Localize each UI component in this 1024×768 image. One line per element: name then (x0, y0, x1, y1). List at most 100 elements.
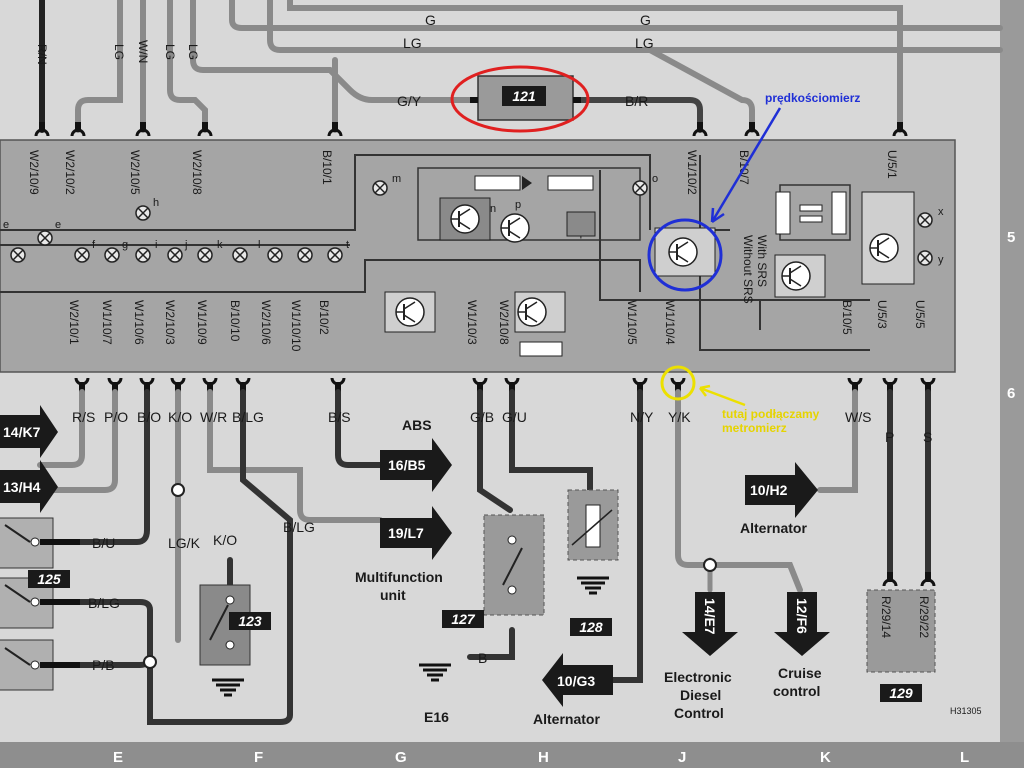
junction-dots (143, 483, 717, 669)
grid-letter-e: E (113, 749, 123, 766)
wire-label-ny: N/Y (630, 409, 654, 425)
wire-label-b: B (478, 650, 487, 666)
wire-label-ws: W/S (845, 409, 871, 425)
wire-label-gy: G/Y (397, 93, 422, 109)
component-125-label: 125 (37, 571, 61, 587)
grid-number-5: 5 (1007, 229, 1015, 246)
wire-label-br: B/R (625, 93, 648, 109)
bottom-grid-margin (0, 742, 1024, 768)
arrow-16-b5: 16/B5 (380, 438, 452, 492)
wire-label-blg3: B/LG (88, 595, 120, 611)
alternator-label-right: Alternator (740, 520, 807, 536)
wire-label-pb: P/B (92, 657, 115, 673)
wire-label-lg-c: LG (186, 44, 200, 60)
connect-annotation-2: metromierz (722, 421, 787, 435)
pin-u-5-3: U/5/3 (875, 300, 889, 329)
arrow-10-h2-label: 10/H2 (750, 482, 788, 498)
pin-u-5-5: U/5/5 (913, 300, 927, 329)
arrow-14-e7-label: 14/E7 (702, 598, 718, 635)
wire-label-wr: W/R (200, 409, 227, 425)
pin-w2-10-6: W2/10/6 (259, 300, 273, 345)
lamp-letter-o: o (652, 173, 658, 185)
arrow-12-f6-label: 12/F6 (794, 598, 810, 634)
lamp-letter-t: t (346, 239, 349, 251)
blue-highlight-circle (647, 218, 723, 292)
wire-label-ko: K/O (168, 409, 192, 425)
wire-label-rs: R/S (72, 409, 95, 425)
pin-b-10-10: B/10/10 (228, 300, 242, 342)
red-highlight-circle (450, 65, 590, 133)
component-123: 123 (199, 584, 271, 697)
wire-label-gu: G/U (502, 409, 527, 425)
wire-label-blg2: B/LG (283, 519, 315, 535)
wire-label-lg-right: LG (635, 35, 654, 51)
lamp-letter-f: f (92, 239, 96, 251)
pin-w2-10-3: W2/10/3 (163, 300, 177, 345)
lamp-letter-i: i (155, 239, 157, 251)
arrow-19-l7-label: 19/L7 (388, 525, 424, 541)
component-125-area: 125 (0, 517, 80, 691)
drawing-reference: H31305 (950, 706, 982, 716)
grid-letter-l: L (960, 749, 969, 766)
component-129-label: 129 (889, 685, 913, 701)
pin-b-10-2: B/10/2 (317, 300, 331, 335)
wire-label-bo: B/O (137, 409, 161, 425)
lamp-letter-l: l (258, 239, 260, 251)
arrow-14-k7-label: 14/K7 (3, 424, 41, 440)
lamp-letter-j: j (184, 239, 187, 251)
pin-w2-10-1: W2/10/1 (67, 300, 81, 345)
pin-w1-10-3: W1/10/3 (465, 300, 479, 345)
component-123-label: 123 (238, 613, 262, 629)
lamp-letter-m: m (392, 173, 401, 185)
wire-label-rn: R/N (35, 44, 49, 65)
pin-r-29-14: R/29/14 (879, 596, 893, 638)
pin-w1-10-7: W1/10/7 (100, 300, 114, 345)
pin-w2-10-2: W2/10/2 (63, 150, 77, 195)
internal-circuit (0, 154, 870, 351)
edc-label-2: Diesel (680, 687, 721, 703)
wire-label-bu: B/U (92, 535, 115, 551)
wire-label-g-left: G (425, 12, 436, 28)
arrow-19-l7: 19/L7 (380, 506, 452, 560)
component-127-label: 127 (451, 611, 476, 627)
abs-label: ABS (402, 417, 432, 433)
srs-without-label: Without SRS (741, 235, 755, 304)
pin-w2-10-8-bottom: W2/10/8 (497, 300, 511, 345)
wire-label-yk: Y/K (668, 409, 691, 425)
arrow-13-h4-label: 13/H4 (3, 479, 41, 495)
arrow-10-g3: 10/G3 (542, 653, 613, 707)
wire-label-po: P/O (104, 409, 128, 425)
pin-w2-10-9: W2/10/9 (27, 150, 41, 195)
yellow-pointer-arrow (699, 386, 746, 407)
wire-label-blg: B/LG (232, 409, 264, 425)
lamp-letter-k: k (217, 239, 223, 251)
wire-label-g-right: G (640, 12, 651, 28)
arrow-14-e7: 14/E7 (682, 592, 738, 656)
lamp-letter-h: h (153, 197, 159, 209)
cruise-label-1: Cruise (778, 665, 822, 681)
pin-w1-10-6: W1/10/6 (132, 300, 146, 345)
pin-w1-10-9: W1/10/9 (195, 300, 209, 345)
transistor-modules (384, 175, 915, 357)
lamp-letter-g: g (122, 239, 128, 251)
grid-letter-f: F (254, 749, 263, 766)
yellow-highlight-circle (660, 365, 696, 401)
wire-label-wn: W/N (136, 40, 150, 63)
multifunction-label-1: Multifunction (355, 569, 443, 585)
pin-u-5-1: U/5/1 (885, 150, 899, 179)
wire-label-bs: B/S (328, 409, 351, 425)
top-wiring (39, 0, 1003, 133)
transistor-letter-p: p (515, 199, 521, 211)
wire-label-lg-a: LG (112, 44, 126, 60)
pin-b-10-1: B/10/1 (320, 150, 334, 185)
component-128: 128 (567, 489, 619, 636)
grid-letter-h: H (538, 749, 549, 766)
pin-w2-10-8: W2/10/8 (190, 150, 204, 195)
arrow-13-h4: 13/H4 (0, 460, 58, 513)
component-129: R/29/14 R/29/22 129 (866, 570, 936, 702)
pin-w1-10-4: W1/10/4 (663, 300, 677, 345)
grid-letters: E F G H J K L 5 6 (113, 229, 1015, 766)
lamp-letter-e: e (55, 219, 61, 231)
grid-number-6: 6 (1007, 385, 1015, 402)
